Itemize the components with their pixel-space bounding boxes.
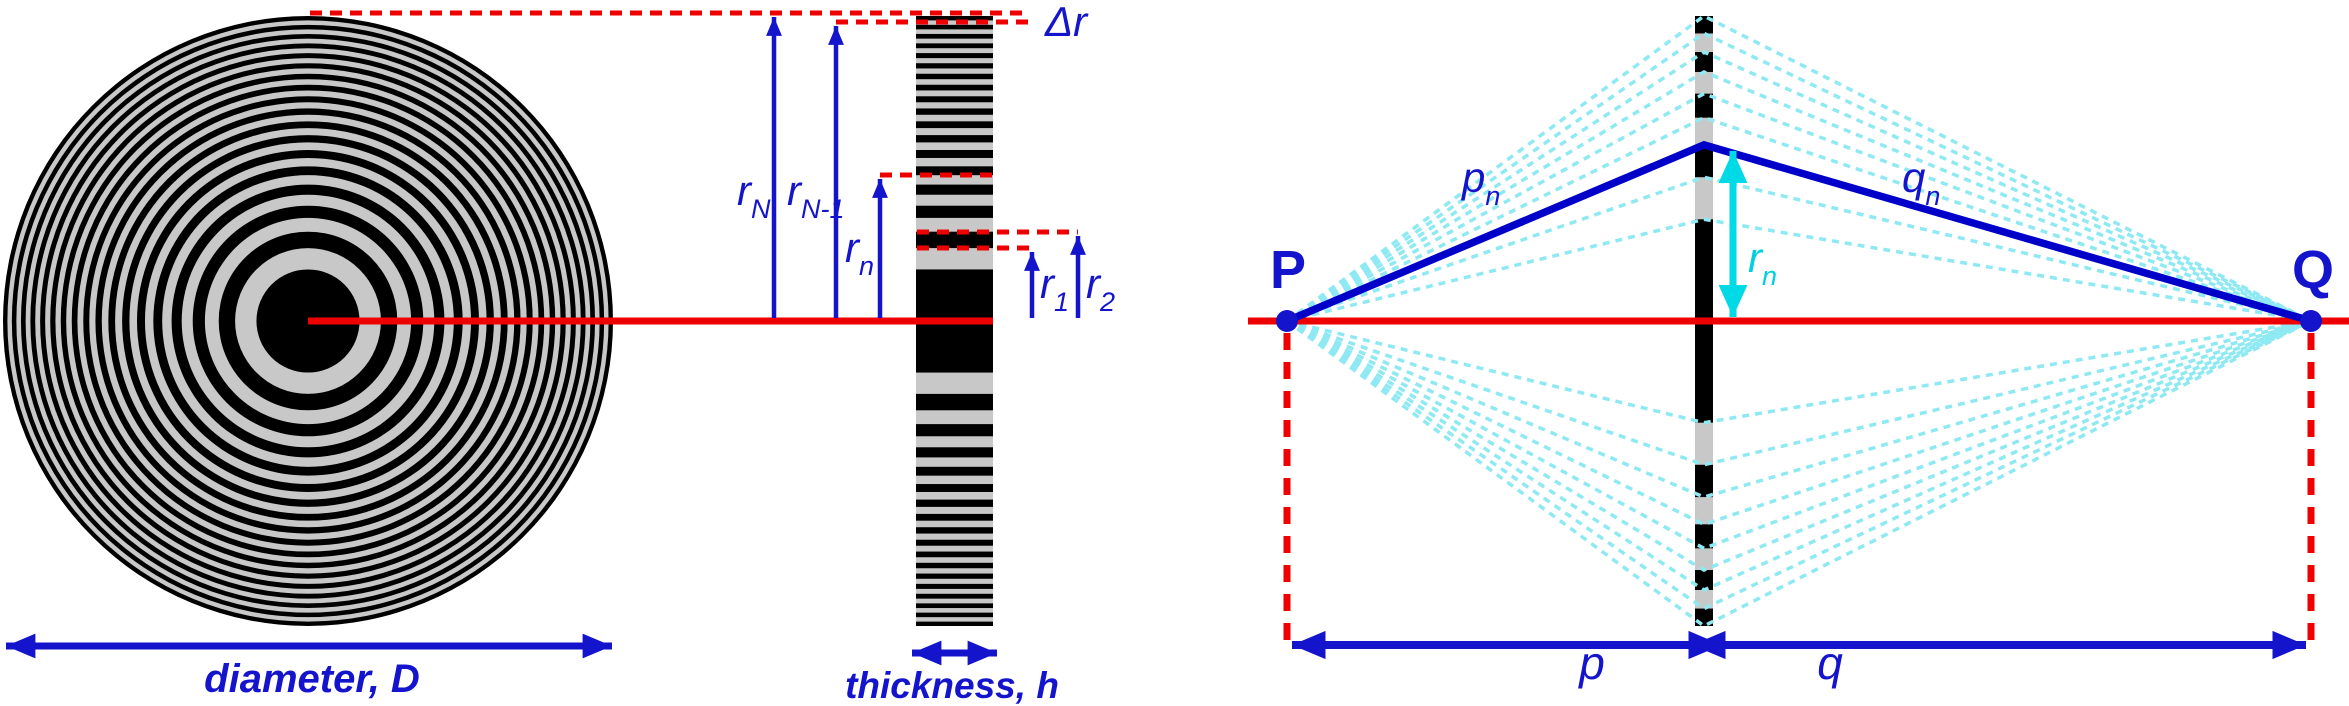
- zone-segment: [916, 16, 993, 21]
- zone-segment: [916, 424, 993, 437]
- cyan-ray: [1286, 319, 2312, 551]
- point-Q-label: Q: [2292, 240, 2334, 300]
- r-n-left-label: rn: [845, 224, 874, 281]
- cyan-ray: [1286, 319, 2312, 572]
- highlight-ray-pn-qn: [1285, 140, 2313, 325]
- zone-segment: [916, 393, 993, 411]
- diameter-label: diameter, D: [204, 657, 420, 701]
- p-n-label: pn: [1460, 154, 1500, 211]
- p-distance-label: p: [1577, 637, 1605, 689]
- left-radius-arrows: [766, 17, 1086, 318]
- zone-segment: [916, 205, 993, 218]
- zone-segment: [916, 562, 993, 569]
- cyan-ray: [1286, 175, 2312, 323]
- r-2-label: r2: [1086, 260, 1115, 317]
- zone-segment: [916, 53, 993, 59]
- point-Q-dot: [2300, 310, 2322, 332]
- q-n-label: qn: [1902, 154, 1940, 211]
- delta-r-label: Δr: [1044, 0, 1089, 45]
- zone-segment: [916, 539, 993, 546]
- zone-segment: [916, 108, 993, 115]
- cyan-ray: [1286, 319, 2312, 527]
- cyan-ray: [1286, 319, 2312, 467]
- zone-segment: [916, 447, 993, 458]
- zone-segment: [916, 166, 993, 176]
- cyan-ray: [1285, 13, 2312, 323]
- zone-segment: [916, 573, 993, 579]
- cyan-ray: [1286, 91, 2312, 323]
- r-N-1-label: rN-1: [787, 167, 845, 224]
- zone-segment: [916, 135, 993, 143]
- pn-qn-ray: [1285, 140, 2313, 325]
- thickness-label: thickness, h: [845, 665, 1059, 706]
- zone-segment: [916, 603, 993, 609]
- zone-segment: [916, 583, 993, 589]
- zone-segment: [916, 466, 993, 476]
- zone-segment: [916, 231, 993, 249]
- zone-segment: [916, 63, 993, 69]
- zone-segment: [916, 593, 993, 599]
- zone-segment: [916, 621, 993, 626]
- left-dashed-level-lines: [310, 10, 1078, 251]
- cyan-ray: [1286, 319, 2312, 499]
- zone-segment: [1695, 93, 1713, 118]
- cyan-ray: [1285, 319, 2312, 629]
- cyan-ray: [1286, 31, 2312, 323]
- zone-segment: [916, 612, 993, 618]
- r-N-label: rN: [737, 167, 771, 224]
- cyan-ray: [1286, 115, 2312, 323]
- zone-segment: [916, 96, 993, 103]
- zone-segment: [1695, 52, 1713, 72]
- r-1-label: r1: [1040, 260, 1069, 317]
- cyan-ray: [1286, 319, 2312, 425]
- zone-segment: [1695, 524, 1713, 549]
- cyan-ray: [1286, 319, 2312, 611]
- point-P-label: P: [1270, 240, 1306, 300]
- point-P-dot: [1276, 310, 1298, 332]
- zone-segment: [916, 484, 993, 492]
- zone-segment: [916, 551, 993, 558]
- cyan-ray: [1286, 319, 2312, 592]
- cyan-ray: [1286, 50, 2312, 323]
- zone-segment: [916, 24, 993, 30]
- zone-segment: [916, 73, 993, 80]
- zone-segment: [916, 527, 993, 534]
- zone-segment: [916, 499, 993, 507]
- zone-segment: [916, 121, 993, 129]
- cyan-ray: [1286, 217, 2312, 323]
- zone-segment: [916, 184, 993, 195]
- zone-segment: [1695, 570, 1713, 590]
- cyan-ray: [1286, 70, 2312, 323]
- zone-segment: [1695, 464, 1713, 498]
- zone-segment: [916, 43, 993, 49]
- zone-segment: [916, 513, 993, 521]
- r-n-aperture-label: rn: [1748, 234, 1777, 291]
- zone-segment: [916, 150, 993, 158]
- q-distance-label: q: [1817, 637, 1843, 689]
- zone-segment: [916, 33, 993, 39]
- zone-segment: [916, 84, 993, 91]
- cyan-ray-fan: [1285, 13, 2312, 629]
- zone-segment: [1695, 144, 1713, 178]
